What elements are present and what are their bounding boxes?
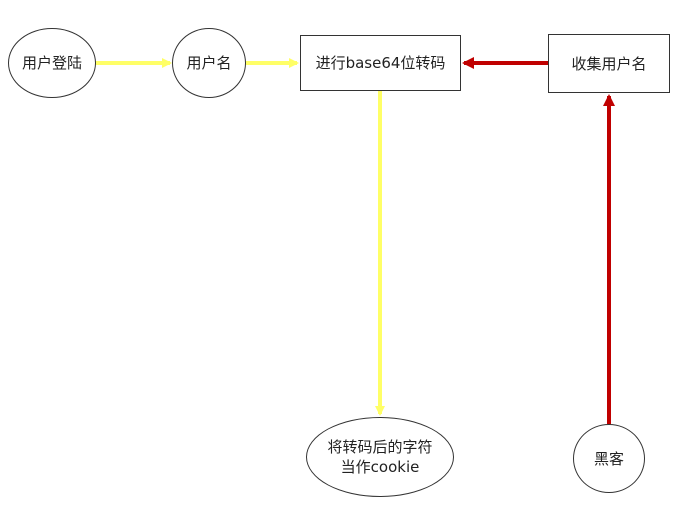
node-username-label: 用户名 xyxy=(186,54,232,72)
node-collect-usernames[interactable]: 收集用户名 xyxy=(548,34,670,93)
node-hacker[interactable]: 黑客 xyxy=(573,424,645,493)
node-hacker-label: 黑客 xyxy=(593,449,624,468)
node-base64-encode-label: 进行base64位转码 xyxy=(315,54,446,72)
node-cookie-label-line2: 当作cookie xyxy=(340,458,420,476)
node-username[interactable]: 用户名 xyxy=(172,28,246,98)
node-user-login[interactable]: 用户登陆 xyxy=(8,28,96,98)
node-collect-usernames-label: 收集用户名 xyxy=(571,54,647,73)
node-cookie-label-line1: 将转码后的字符 xyxy=(327,438,433,456)
node-cookie[interactable]: 将转码后的字符 当作cookie xyxy=(306,417,454,497)
node-user-login-label: 用户登陆 xyxy=(21,54,82,72)
node-base64-encode[interactable]: 进行base64位转码 xyxy=(300,35,461,91)
